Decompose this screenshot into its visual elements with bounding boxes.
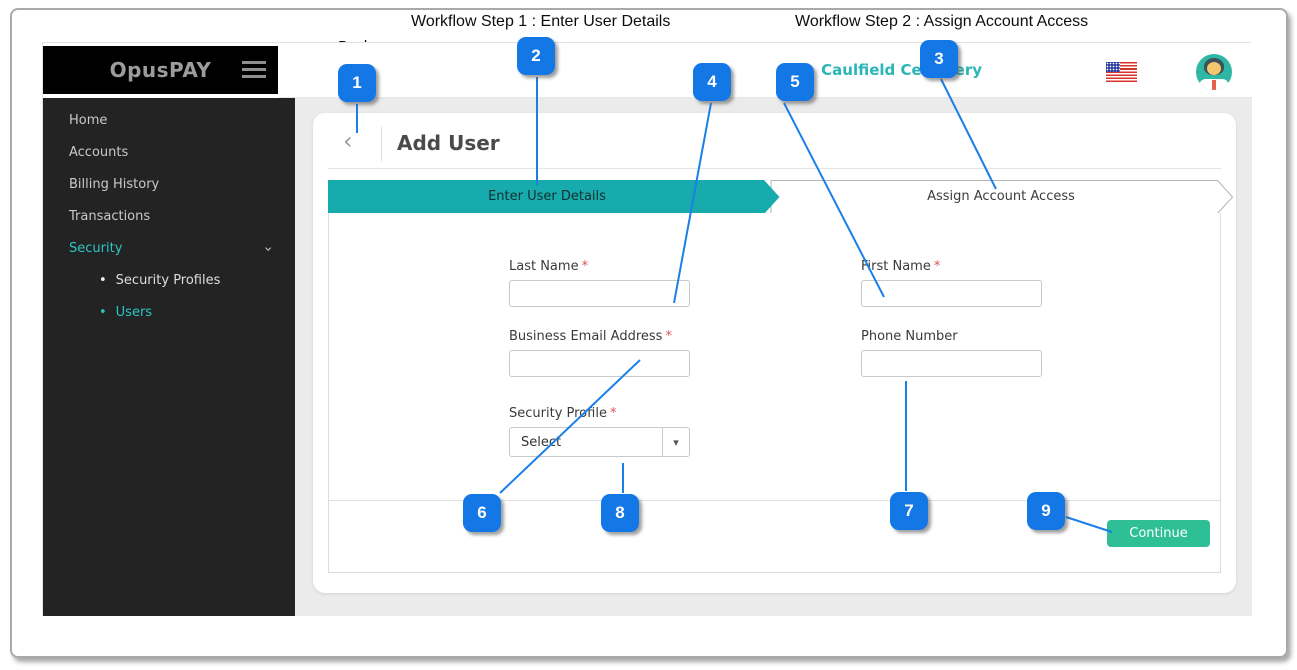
callout-badge-8: 8 — [601, 494, 639, 532]
required-asterisk: * — [933, 259, 941, 274]
business-email-input[interactable] — [509, 350, 690, 377]
security-profile-select[interactable]: Select ▾ — [509, 427, 690, 457]
phone-number-label: Phone Number — [861, 329, 958, 344]
app-window: OpusPAY Caulfield Cemetery Home Accounts… — [42, 42, 1252, 616]
top-header: Caulfield Cemetery — [278, 43, 1252, 98]
sidebar-item-security-label: Security — [69, 241, 123, 256]
callout-badge-3: 3 — [920, 40, 958, 78]
field-group-business-email: Business Email Address* — [509, 329, 690, 377]
sidebar-item-transactions[interactable]: Transactions — [69, 209, 151, 224]
field-group-last-name: Last Name* — [509, 259, 690, 307]
sidebar-item-security-profiles[interactable]: • Security Profiles — [99, 270, 220, 292]
callout-badge-5: 5 — [776, 63, 814, 101]
annotation-workflow-step2: Workflow Step 2 : Assign Account Access — [795, 13, 1089, 30]
bullet-icon: • — [99, 273, 107, 288]
tab-enter-user-details[interactable]: Enter User Details — [488, 189, 606, 204]
field-group-phone-number: Phone Number — [861, 329, 1042, 377]
required-asterisk: * — [609, 406, 617, 421]
security-profile-label: Security Profile* — [509, 406, 617, 421]
first-name-label: First Name* — [861, 259, 941, 274]
callout-badge-2: 2 — [517, 37, 555, 75]
phone-number-input[interactable] — [861, 350, 1042, 377]
wizard-step2-arrow[interactable] — [770, 180, 1234, 214]
brand-logo-box: OpusPAY — [43, 46, 278, 94]
bullet-icon: • — [99, 305, 107, 320]
sidebar-item-security-profiles-label: Security Profiles — [115, 273, 221, 288]
menu-icon[interactable] — [242, 61, 266, 79]
required-asterisk: * — [665, 329, 672, 344]
back-icon[interactable]: ‹ — [343, 127, 353, 155]
continue-button[interactable]: Continue — [1107, 520, 1210, 547]
page-title: Add User — [397, 131, 500, 155]
wizard-step-bar — [328, 180, 1234, 214]
title-divider — [381, 127, 382, 161]
field-group-first-name: First Name* — [861, 259, 1042, 307]
avatar-tie — [1212, 80, 1216, 90]
avatar-face — [1207, 62, 1221, 75]
wizard-step1-arrow[interactable] — [328, 180, 780, 214]
sidebar: Home Accounts Billing History Transactio… — [43, 98, 295, 616]
sidebar-item-home[interactable]: Home — [69, 113, 108, 128]
tab-assign-account-access[interactable]: Assign Account Access — [927, 189, 1075, 204]
callout-badge-6: 6 — [463, 494, 501, 532]
user-avatar[interactable] — [1196, 54, 1232, 90]
callout-badge-1: 1 — [338, 64, 376, 102]
sidebar-item-accounts[interactable]: Accounts — [69, 145, 129, 160]
add-user-panel: ‹ Add User Enter User Details Assign Acc… — [313, 113, 1236, 593]
form-card: Last Name* First Name* Business Email Ad… — [328, 213, 1221, 573]
annotation-workflow-step1: Workflow Step 1 : Enter User Details — [411, 13, 671, 30]
sidebar-item-users[interactable]: • Users — [99, 302, 152, 324]
footer-rule — [329, 500, 1220, 501]
sidebar-item-users-label: Users — [115, 305, 153, 320]
first-name-input[interactable] — [861, 280, 1042, 307]
chevron-down-icon: › — [259, 246, 276, 252]
field-group-security-profile: Security Profile* Select ▾ — [509, 406, 690, 457]
dropdown-caret-icon[interactable]: ▾ — [662, 428, 689, 456]
brand-logo: OpusPAY — [109, 58, 212, 82]
business-email-label: Business Email Address* — [509, 329, 672, 344]
us-flag-icon[interactable] — [1106, 62, 1137, 82]
required-asterisk: * — [581, 259, 589, 274]
callout-badge-9: 9 — [1027, 492, 1065, 530]
sidebar-item-security[interactable]: Security › — [69, 238, 279, 260]
callout-badge-7: 7 — [890, 492, 928, 530]
screenshot-frame — [10, 8, 1288, 658]
last-name-input[interactable] — [509, 280, 690, 307]
callout-badge-4: 4 — [693, 63, 731, 101]
security-profile-select-value: Select — [521, 435, 562, 450]
last-name-label: Last Name* — [509, 259, 589, 274]
sidebar-item-billing-history[interactable]: Billing History — [69, 177, 160, 192]
title-rule — [328, 168, 1221, 169]
